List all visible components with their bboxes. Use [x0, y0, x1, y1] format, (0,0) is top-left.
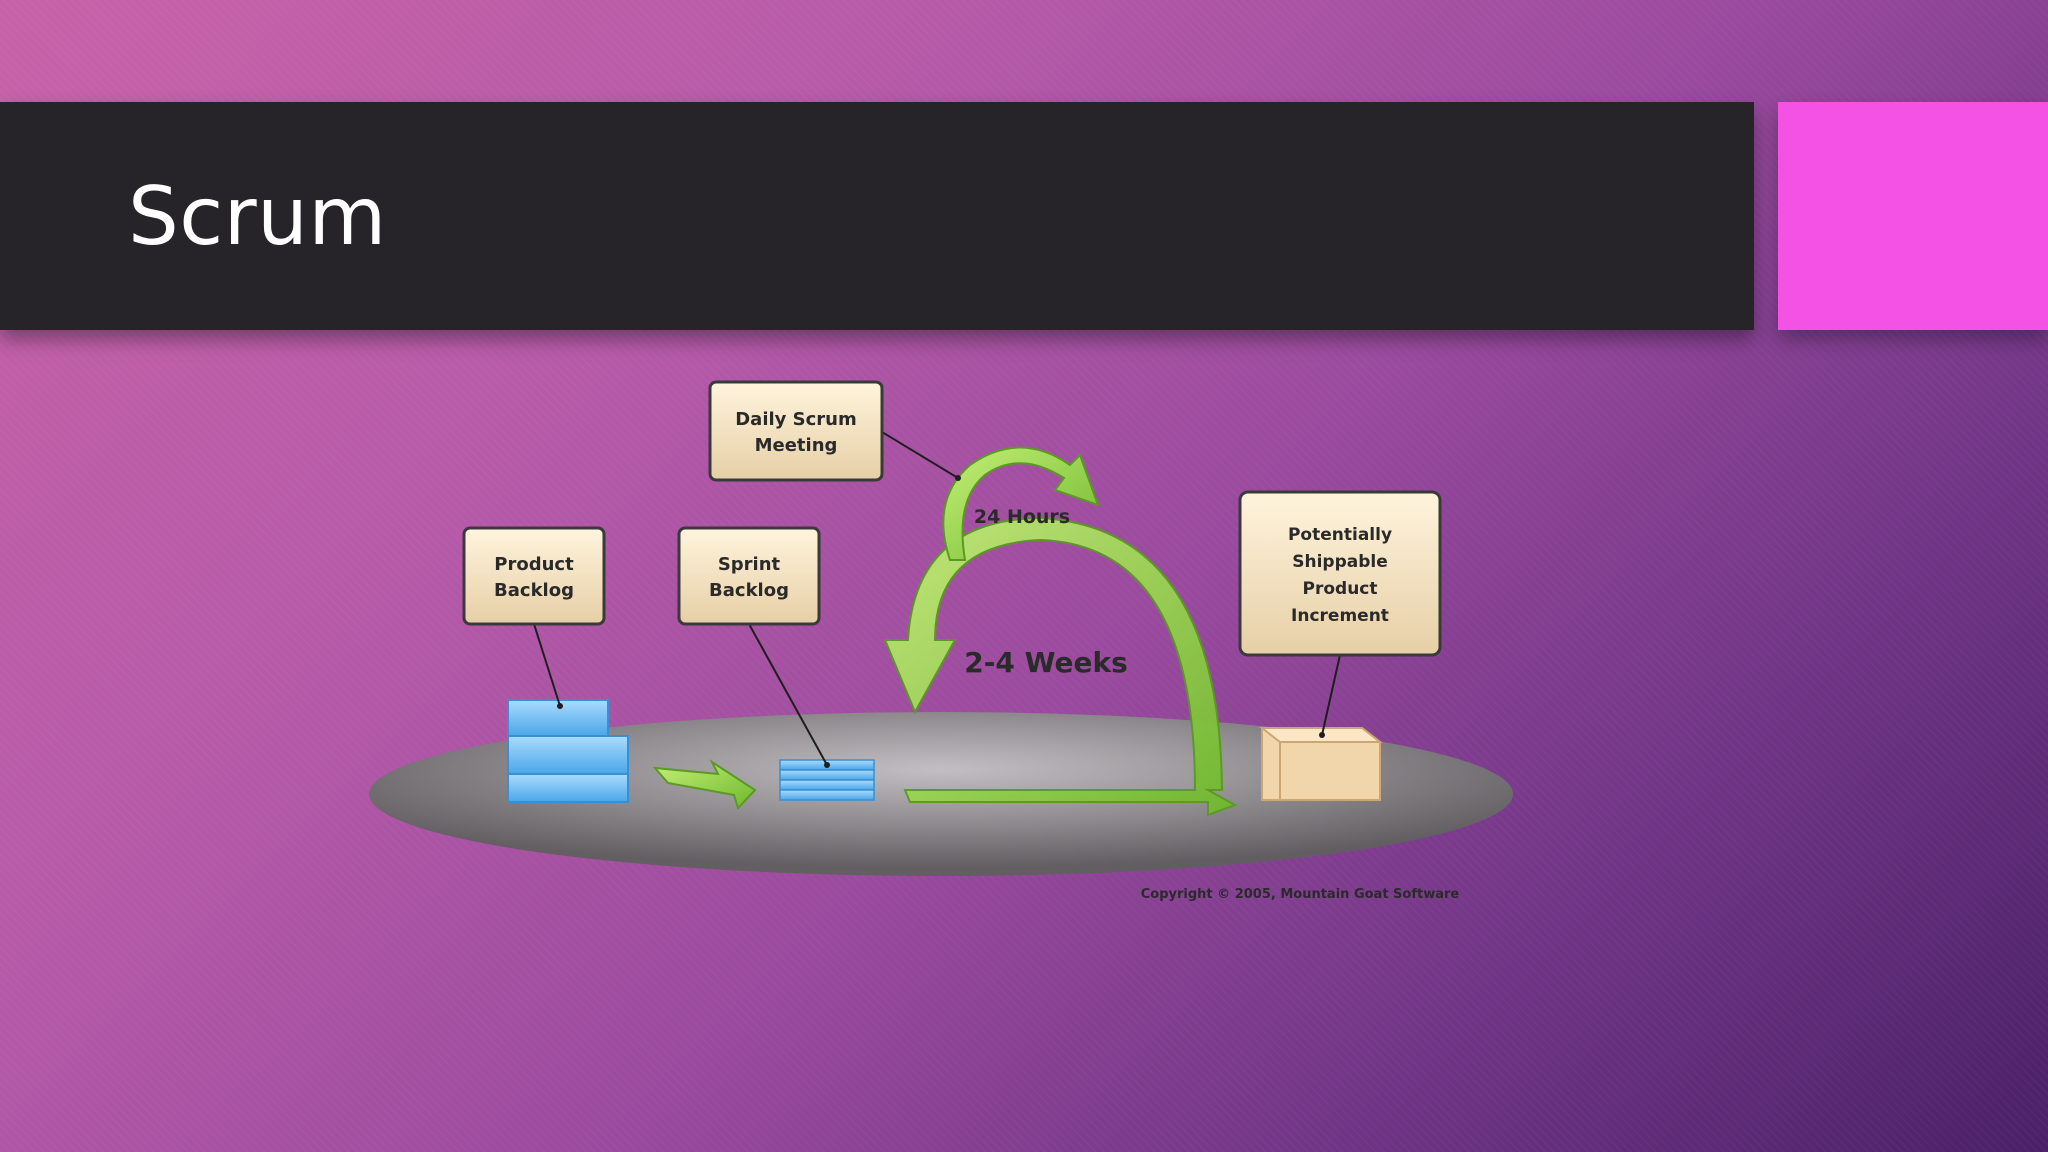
shippable-box-icon: [1259, 727, 1383, 801]
connector-dot: [557, 703, 563, 709]
increment-label-4: Increment: [1291, 606, 1389, 626]
increment-label-2: Shippable: [1292, 552, 1388, 572]
accent-block: [1778, 102, 2048, 330]
daily-loop-arrow-icon: [942, 446, 1100, 561]
sprint-backlog-label-1: Sprint: [718, 554, 781, 575]
product-backlog-label-2: Backlog: [494, 580, 574, 601]
product-backlog-label-1: Product: [494, 554, 574, 575]
connector-line: [748, 623, 828, 766]
product-backlog-box: [462, 526, 606, 626]
connector-line: [881, 431, 959, 479]
sprint-loop-arrow-icon: [883, 516, 1238, 817]
copyright-text: Copyright © 2005, Mountain Goat Software: [1141, 887, 1460, 902]
connector-line: [1321, 654, 1341, 736]
title-bar: Scrum: [0, 102, 1754, 330]
increment-label-1: Potentially: [1288, 525, 1392, 545]
daily-scrum-box: [708, 380, 884, 482]
daily-scrum-label-1: Daily Scrum: [735, 409, 857, 430]
increment-label-3: Product: [1303, 579, 1378, 599]
slide-title: Scrum: [128, 169, 387, 263]
daily-scrum-label-2: Meeting: [755, 435, 838, 456]
sprint-backlog-box: [677, 526, 821, 626]
connector-line: [533, 623, 561, 707]
connector-dot: [1319, 732, 1325, 738]
connector-dot: [955, 475, 961, 481]
increment-box: [1238, 490, 1442, 657]
weeks-label: 2-4 Weeks: [964, 646, 1128, 679]
sprint-backlog-label-2: Backlog: [709, 580, 789, 601]
hours-label: 24 Hours: [974, 506, 1070, 528]
connector-dot: [824, 762, 830, 768]
flow-arrow-icon: [652, 759, 757, 810]
product-backlog-stack-icon: [507, 699, 629, 803]
